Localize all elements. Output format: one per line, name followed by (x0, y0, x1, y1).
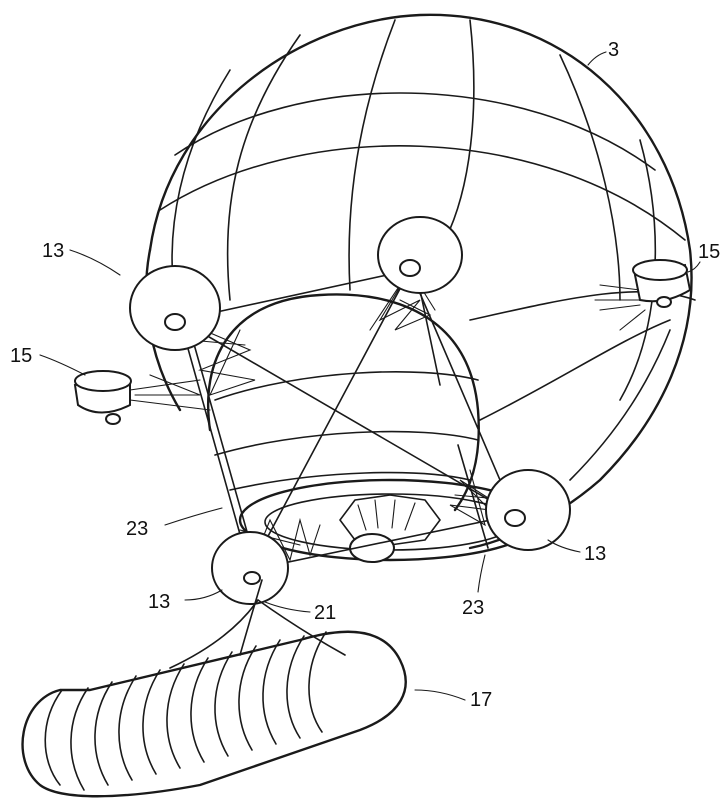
label-node-right: 13 (584, 543, 606, 565)
tether (169, 579, 346, 669)
node-disc-right (485, 469, 571, 551)
pod-left (73, 370, 132, 425)
label-pod-right: 15 (698, 241, 720, 263)
label-pod-left: 15 (10, 345, 32, 367)
label-node-top-left: 13 (42, 240, 64, 262)
node-disc-top (377, 216, 463, 294)
reference-labels: 3 13 15 15 13 13 21 23 23 17 (10, 39, 720, 711)
segmented-module (21, 630, 407, 798)
label-strut-right: 23 (462, 597, 484, 619)
label-segmented-module: 17 (470, 689, 492, 711)
main-sphere (145, 13, 696, 550)
label-strut-left: 23 (126, 518, 148, 540)
node-disc-bottom (211, 531, 289, 605)
leader-lines (39, 51, 701, 701)
pod-right (632, 259, 692, 308)
label-main-sphere: 3 (608, 39, 619, 61)
node-disc-top-left (129, 265, 221, 351)
label-node-bottom: 13 (148, 591, 170, 613)
label-tether: 21 (314, 602, 336, 624)
